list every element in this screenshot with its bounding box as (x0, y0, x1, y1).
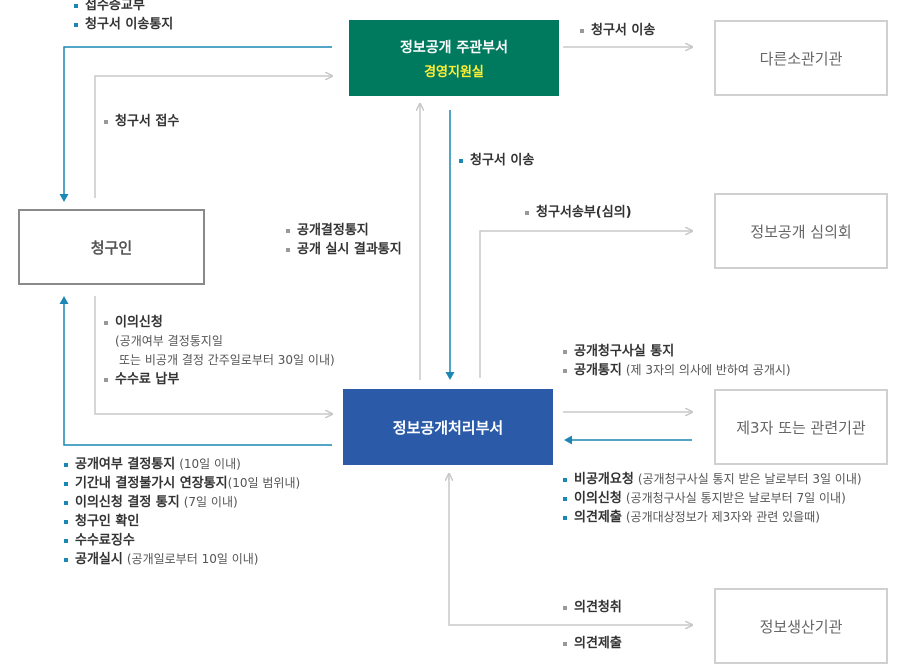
third-party-box: 제3자 또는 관련기관 (714, 389, 888, 465)
label-result-notice: 공개 실시 결과통지 (297, 242, 402, 257)
label-receive: 청구서 접수 (115, 114, 180, 129)
label-disclosure: 공개실시 (75, 552, 123, 567)
label-objection: 이의신청 (115, 315, 163, 330)
label-decision-notice: 공개결정통지 (297, 223, 369, 238)
label-third-notice-0: 공개청구사실 통지 (574, 344, 675, 359)
label-fee-collection: 수수료징수 (75, 533, 135, 548)
label-third-notice-1: 공개통지 (574, 363, 622, 378)
decision-notice-labels: 공개결정통지 공개 실시 결과통지 (286, 221, 402, 259)
label-decision-result: 공개여부 결정통지 (75, 457, 176, 472)
council-send-label: 청구서송부(심의) (525, 203, 632, 222)
label-transfer-down: 청구서 이송 (470, 153, 535, 168)
council-label: 정보공개 심의회 (750, 222, 852, 241)
applicant-label: 청구인 (90, 238, 133, 257)
label-opinion-submit-third: 의견제출 (574, 510, 622, 525)
producer-label: 정보생산기관 (759, 617, 843, 636)
opinion-submit-label: 의견제출 (563, 634, 622, 653)
arrow-applicant-to-main (94, 76, 332, 198)
label-fee-payment: 수수료 납부 (115, 372, 180, 387)
arrow-processing-to-producer (448, 478, 692, 625)
applicant-box: 청구인 (18, 209, 205, 285)
third-reply-labels: 비공개요청(공개청구사실 통지 받은 날로부터 3일 이내) 이의신청(공개청구… (563, 470, 862, 527)
processing-dept-label: 정보공개처리부서 (392, 418, 504, 437)
label-third-objection: 이의신청 (574, 491, 622, 506)
label-applicant-check: 청구인 확인 (75, 514, 140, 529)
arrow-processing-to-applicant (59, 296, 332, 446)
third-party-label: 제3자 또는 관련기관 (736, 418, 866, 437)
producer-box: 정보생산기관 (714, 588, 888, 664)
bottom-left-labels: 공개여부 결정통지(10일 이내) 기간내 결정불가시 연장통지(10일 범위내… (64, 455, 300, 569)
opinion-request-label: 의견청취 (563, 598, 622, 617)
third-notice-labels: 공개청구사실 통지 공개통지(제 3자의 의사에 반하여 공개시) (563, 342, 791, 380)
label-objection-line1: (공개여부 결정통지일 (115, 334, 223, 348)
transfer-label: 청구서 이송 (580, 21, 655, 40)
objection-labels: 이의신청 (공개여부 결정통지일 또는 비공개 결정 간주일로부터 30일 이내… (104, 313, 335, 389)
other-org-label: 다른소관기관 (759, 49, 843, 68)
label-transfer-notice: 청구서 이송통지 (85, 17, 174, 32)
label-opinion-request: 의견청취 (574, 600, 622, 615)
main-dept-box: 정보공개 주관부서 경영지원실 (349, 20, 559, 96)
processing-dept-box: 정보공개처리부서 (343, 389, 553, 465)
receive-label: 청구서 접수 (104, 112, 179, 131)
top-left-labels: 접수증교부 청구서 이송통지 (74, 0, 173, 34)
arrow-processing-to-council (479, 231, 692, 378)
label-transfer: 청구서 이송 (591, 23, 656, 38)
label-opinion-submit: 의견제출 (574, 636, 622, 651)
label-objection-line2: 또는 비공개 결정 간주일로부터 30일 이내) (119, 353, 335, 367)
label-objection-decision: 이의신청 결정 통지 (75, 495, 180, 510)
label-extension-notice: 기간내 결정불가시 연장통지 (75, 476, 228, 491)
arrow-main-to-applicant (59, 46, 332, 202)
label-receipt-issue: 접수증교부 (85, 0, 145, 13)
council-box: 정보공개 심의회 (714, 193, 888, 269)
label-third-notice-1-note: (제 3자의 의사에 반하여 공개시) (625, 363, 791, 377)
main-dept-subtitle: 경영지원실 (424, 64, 484, 80)
transfer-down-label: 청구서 이송 (459, 151, 534, 170)
label-council-send: 청구서송부(심의) (536, 205, 632, 220)
other-org-box: 다른소관기관 (714, 20, 888, 96)
main-dept-title: 정보공개 주관부서 (400, 39, 508, 56)
label-nondisclosure-request: 비공개요청 (574, 472, 634, 487)
arrow-applicant-to-processing (94, 296, 332, 414)
